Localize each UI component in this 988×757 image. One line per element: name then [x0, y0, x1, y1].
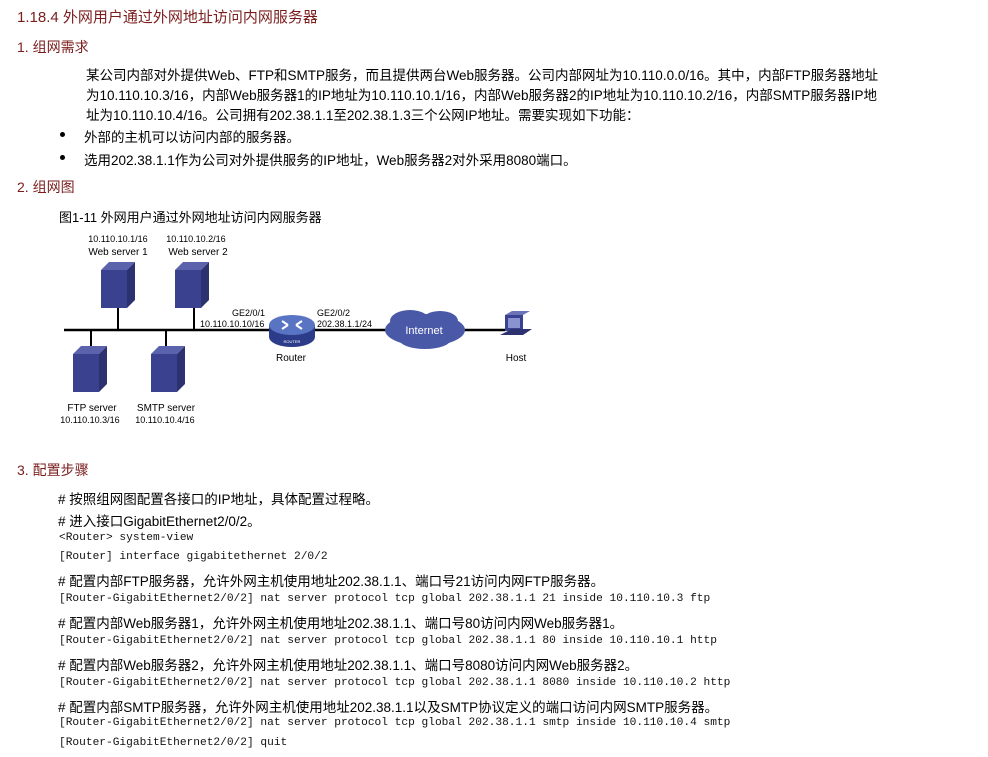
internet-cloud-icon [385, 310, 465, 349]
bullet-text: 选用202.38.1.1作为公司对外提供服务的IP地址，Web服务器2对外采用8… [84, 153, 577, 168]
bullet-icon [60, 132, 65, 137]
heading-config: 3. 配置步骤 [17, 462, 89, 478]
figure-caption: 图1-11 外网用户通过外网地址访问内网服务器 [59, 210, 322, 225]
paragraph-line: 为10.110.10.3/16，内部Web服务器1的IP地址为10.110.10… [86, 88, 878, 103]
web-server-1-icon [101, 262, 135, 308]
bullet-item: 选用202.38.1.1作为公司对外提供服务的IP地址，Web服务器2对外采用8… [60, 149, 577, 169]
bullet-icon [60, 155, 65, 160]
code-line: [Router-GigabitEthernet2/0/2] nat server… [59, 635, 717, 647]
web2-label: Web server 2 [168, 247, 228, 258]
web-server-2-icon [175, 262, 209, 308]
router-badge: ROUTER [284, 339, 301, 344]
step-comment: # 配置内部Web服务器2，允许外网主机使用地址202.38.1.1、端口号80… [58, 658, 639, 673]
paragraph-line: 某公司内部对外提供Web、FTP和SMTP服务，而且提供两台Web服务器。公司内… [86, 68, 879, 83]
code-line: [Router-GigabitEthernet2/0/2] nat server… [59, 677, 731, 689]
network-diagram: ROUTER Internet 10.110.10.1/16 Web serve… [60, 234, 532, 425]
smtp-server-icon [151, 346, 185, 392]
ftp-server-icon [73, 346, 107, 392]
ftp-ip: 10.110.10.3/16 [60, 415, 119, 425]
code-line: [Router-GigabitEthernet2/0/2] quit [59, 737, 288, 749]
smtp-label: SMTP server [137, 403, 196, 414]
step-comment: # 进入接口GigabitEthernet2/0/2。 [58, 514, 261, 529]
step-comment: # 配置内部FTP服务器，允许外网主机使用地址202.38.1.1、端口号21访… [58, 574, 605, 589]
step-comment: # 配置内部SMTP服务器，允许外网主机使用地址202.38.1.1以及SMTP… [58, 700, 719, 715]
paragraph-line: 址为10.110.10.4/16。公司拥有202.38.1.1至202.38.1… [86, 108, 640, 123]
code-line: [Router-GigabitEthernet2/0/2] nat server… [59, 717, 731, 729]
web2-ip: 10.110.10.2/16 [166, 234, 225, 244]
smtp-ip: 10.110.10.4/16 [135, 415, 194, 425]
section-title: 1.18.4 外网用户通过外网地址访问内网服务器 [17, 9, 318, 26]
step-comment: # 配置内部Web服务器1，允许外网主机使用地址202.38.1.1、端口号80… [58, 616, 624, 631]
code-line: [Router] interface gigabitethernet 2/0/2 [59, 551, 328, 563]
internet-label: Internet [405, 325, 442, 337]
host-icon [500, 311, 532, 335]
ge2-ip: 202.38.1.1/24 [317, 319, 372, 329]
heading-diagram: 2. 组网图 [17, 179, 75, 195]
router-icon: ROUTER [269, 315, 315, 347]
ge1-label: GE2/0/1 [232, 308, 265, 318]
ge2-label: GE2/0/2 [317, 308, 350, 318]
web1-label: Web server 1 [88, 247, 148, 258]
heading-requirements: 1. 组网需求 [17, 39, 89, 55]
code-line: [Router-GigabitEthernet2/0/2] nat server… [59, 593, 711, 605]
host-label: Host [506, 353, 527, 364]
bullet-text: 外部的主机可以访问内部的服务器。 [84, 130, 300, 145]
router-label: Router [276, 353, 307, 364]
bullet-item: 外部的主机可以访问内部的服务器。 [60, 126, 300, 146]
code-line: <Router> system-view [59, 532, 194, 544]
web1-ip: 10.110.10.1/16 [88, 234, 147, 244]
ftp-label: FTP server [67, 403, 117, 414]
ge1-ip: 10.110.10.10/16 [200, 319, 264, 329]
step-comment: # 按照组网图配置各接口的IP地址，具体配置过程略。 [58, 492, 380, 507]
